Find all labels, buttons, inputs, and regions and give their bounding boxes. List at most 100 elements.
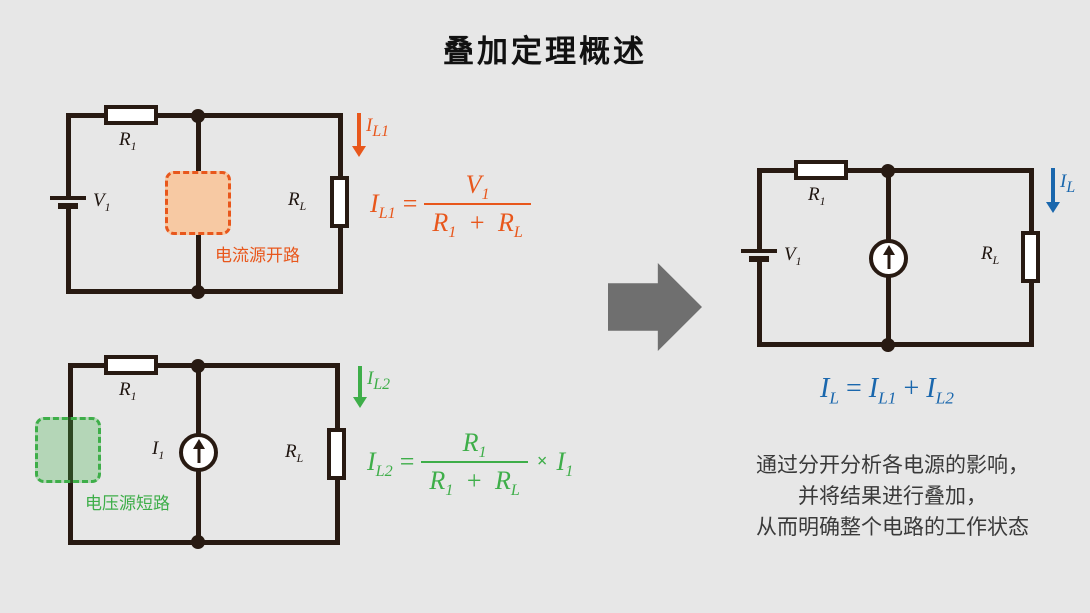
formula-il1-fraction: V1 R1 + RL <box>424 170 531 242</box>
equals-sign: = <box>845 373 862 404</box>
den2-base: R <box>497 208 514 237</box>
short-circuit-note: 电压源短路 <box>85 489 170 514</box>
r1-label: R1 <box>119 129 137 153</box>
wire <box>1029 168 1034 232</box>
battery-short-plate <box>749 256 769 262</box>
formula-sum-lhs: IL <box>820 373 839 408</box>
rl-label-sub: L <box>296 451 304 465</box>
term2-sub: L2 <box>935 388 954 408</box>
term1-sub: L1 <box>878 388 897 408</box>
page-title: 叠加定理概述 <box>443 34 647 69</box>
description-line-3: 从而明确整个电路的工作状态 <box>756 516 1029 539</box>
resistor-r1 <box>104 355 158 375</box>
resistor-rl <box>1021 231 1040 283</box>
i1-label: I1 <box>152 438 164 461</box>
current-arrow-il2-icon <box>353 366 367 408</box>
r1-label-base: R <box>808 184 820 205</box>
formula-il1-numerator: V1 <box>458 170 498 204</box>
battery-long-plate <box>741 249 777 253</box>
r1-label-sub: 1 <box>130 389 137 403</box>
junction-dot <box>881 164 895 178</box>
num-sub: 1 <box>481 186 490 204</box>
battery-long-plate <box>50 196 86 200</box>
current-source-arrow-shaft <box>887 252 890 269</box>
formula-il1-lhs-base: I <box>370 189 379 218</box>
den1-sub: 1 <box>445 482 454 500</box>
wire <box>335 478 340 545</box>
wire <box>66 113 71 197</box>
open-circuit-note: 电流源开路 <box>215 241 300 266</box>
transform-arrow-icon <box>608 263 702 351</box>
wire <box>757 168 1034 173</box>
den1-sub: 1 <box>448 224 457 242</box>
rl-label-sub: L <box>992 253 1000 267</box>
il2-arrow-sub: L2 <box>373 375 391 393</box>
junction-dot <box>191 109 205 123</box>
junction-dot <box>191 285 205 299</box>
wire <box>66 209 71 294</box>
formula-il1-lhs-sub: L1 <box>378 205 396 223</box>
description-line-2: 并将结果进行叠加， <box>798 485 987 508</box>
plus-sign: + <box>469 208 485 237</box>
battery-short-plate <box>58 203 78 209</box>
i1-label-base: I <box>152 438 159 459</box>
wire <box>1029 282 1034 347</box>
v1-label-sub: 1 <box>795 254 802 268</box>
plus-sign: + <box>903 373 920 404</box>
open-current-source-box <box>165 171 231 235</box>
formula-il2-numerator: R1 <box>455 428 495 462</box>
fraction-bar <box>421 461 528 463</box>
formula-il2-lhs-base: I <box>367 447 376 476</box>
wire <box>68 363 73 545</box>
v1-label-sub: 1 <box>104 200 111 214</box>
rl-label: RL <box>981 243 1000 267</box>
current-source-arrow-head <box>882 245 895 255</box>
formula-il1-lhs: IL1 <box>370 189 396 223</box>
wire <box>196 234 201 294</box>
equals-sign: = <box>399 447 415 476</box>
il1-arrow-sub: L1 <box>372 122 390 140</box>
resistor-r1 <box>104 105 158 125</box>
v1-label-base: V <box>784 244 796 265</box>
junction-dot <box>191 535 205 549</box>
fraction-bar <box>424 203 531 205</box>
current-arrow-il-icon <box>1046 168 1060 213</box>
formula-il1-denominator: R1 + RL <box>424 208 530 242</box>
wire <box>338 113 343 177</box>
current-arrow-il1-icon <box>352 113 366 157</box>
num-sub: 1 <box>478 444 487 462</box>
r1-label: R1 <box>808 184 826 207</box>
shorted-voltage-source-box <box>35 417 101 483</box>
den2-sub: L <box>510 482 520 500</box>
den2-base: R <box>494 466 511 495</box>
r1-label-sub: 1 <box>130 139 137 153</box>
sum-lhs-sub: L <box>829 388 839 408</box>
num-base: V <box>465 170 482 199</box>
rl-label-base: R <box>288 189 300 210</box>
r1-label-base: R <box>119 129 131 150</box>
description-line-1: 通过分开分析各电源的影响， <box>756 454 1029 477</box>
formula-sum-term1: IL1 <box>869 373 897 408</box>
den1-base: R <box>429 466 446 495</box>
il2-arrow-label: IL2 <box>367 368 390 394</box>
il1-arrow-base: I <box>366 115 373 136</box>
rl-label-base: R <box>981 243 993 264</box>
r1-label: R1 <box>119 379 137 403</box>
den2-sub: L <box>513 224 523 242</box>
junction-dot <box>881 338 895 352</box>
wire <box>757 262 762 347</box>
resistor-rl <box>327 428 346 480</box>
description-text: 通过分开分析各电源的影响， 并将结果进行叠加， 从而明确整个电路的工作状态 <box>705 450 1080 543</box>
wire <box>335 363 340 429</box>
junction-dot <box>191 359 205 373</box>
wire <box>338 227 343 294</box>
i1-sub: 1 <box>565 463 574 481</box>
formula-il2-lhs: IL2 <box>367 447 393 480</box>
current-source-arrow-shaft <box>197 446 200 463</box>
rl-label-base: R <box>285 441 297 462</box>
v1-label: V1 <box>93 190 111 214</box>
wire <box>757 168 762 250</box>
resistor-r1 <box>794 160 848 180</box>
current-source-icon <box>869 239 908 278</box>
